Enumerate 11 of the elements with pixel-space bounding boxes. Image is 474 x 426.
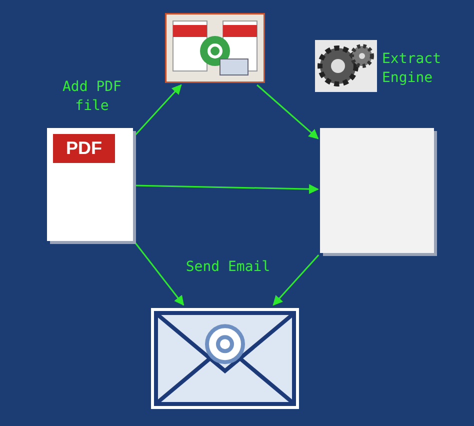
arrow xyxy=(134,184,319,194)
step-label: Add PDF file xyxy=(61,78,122,116)
arrow xyxy=(256,84,319,140)
step-label: Send Email xyxy=(184,258,272,277)
arrow xyxy=(134,242,184,306)
document-card xyxy=(47,128,133,241)
arrow xyxy=(134,84,182,136)
document-card xyxy=(320,128,434,253)
step-label: Extract Engine xyxy=(382,50,442,88)
arrow xyxy=(272,254,320,306)
pdf-label: PDF xyxy=(53,134,115,163)
